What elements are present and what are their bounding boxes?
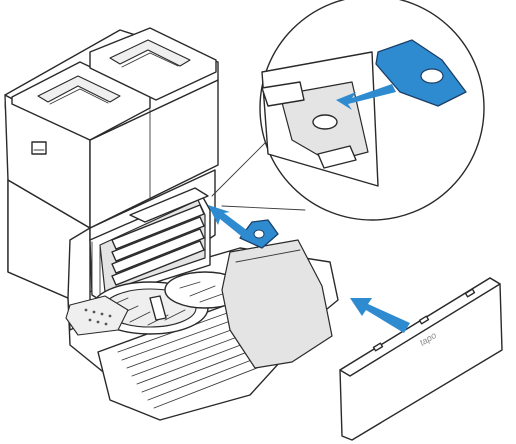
- zoom-leader-line: [212, 140, 268, 196]
- tank-latch: [32, 142, 46, 154]
- zoom-leader-line: [222, 206, 305, 210]
- zoom-port-hole: [313, 115, 337, 129]
- zoom-detail: [212, 0, 484, 220]
- dust-bag-tab-hole: [254, 230, 264, 238]
- arrow-icon: [350, 298, 410, 333]
- zoom-tab-hole: [421, 69, 443, 83]
